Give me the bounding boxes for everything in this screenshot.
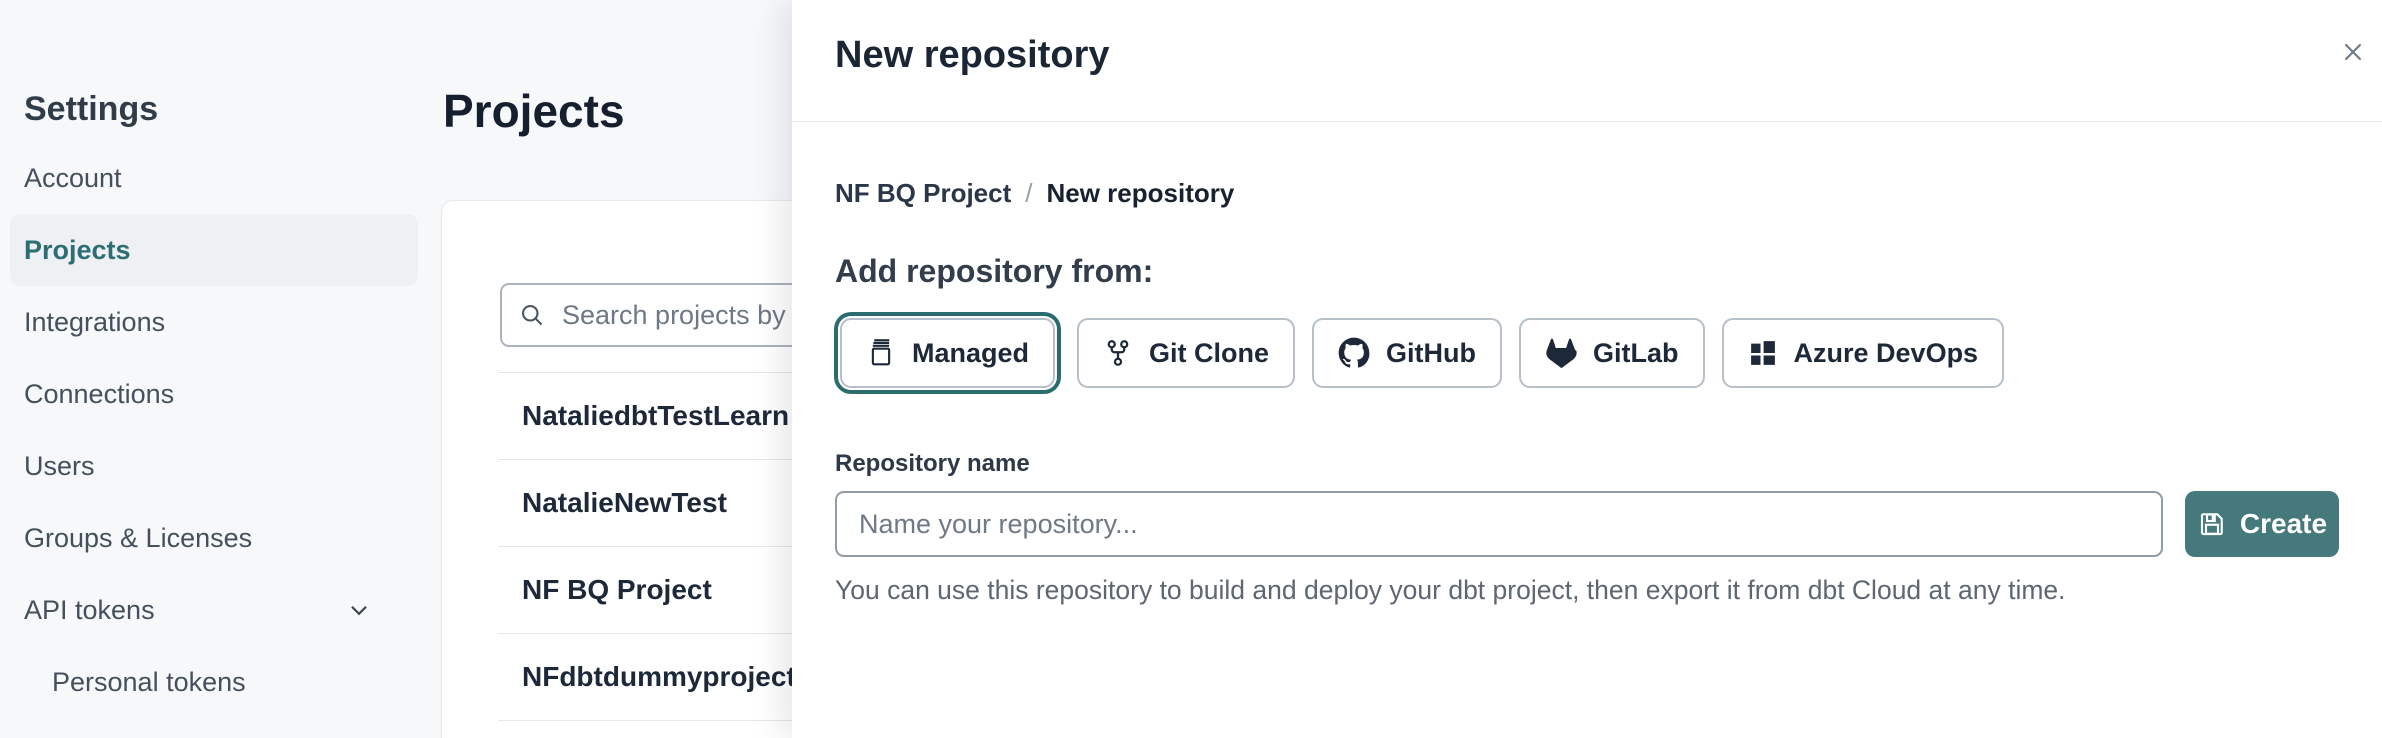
sidebar-item-label: Groups & Licenses [24,522,253,553]
repo-source-github[interactable]: GitHub [1312,318,1503,388]
repository-name-label: Repository name [835,450,1030,477]
search-icon [521,304,543,326]
breadcrumb-current: New repository [1046,178,1235,208]
chevron-down-icon[interactable] [346,597,372,623]
page-title: Projects [443,85,625,137]
repository-name-row: Create [835,491,2339,557]
breadcrumb-parent-link[interactable]: NF BQ Project [835,178,1012,208]
sidebar-item-account[interactable]: Account [10,142,418,214]
sidebar-item-label: Account [24,162,122,193]
sidebar-title: Settings [24,90,159,128]
close-icon[interactable] [2335,34,2371,70]
sidebar-item-label: Users [24,450,95,481]
managed-repo-icon [866,338,896,368]
save-icon [2200,513,2223,536]
gitlab-icon [1545,337,1577,369]
repo-source-label: Managed [912,337,1030,368]
repo-source-label: Azure DevOps [1793,337,1979,368]
modal-body: NF BQ Project / New repository Add repos… [792,178,2382,606]
repo-source-gitlab[interactable]: GitLab [1519,318,1705,388]
repository-name-input[interactable] [835,491,2163,557]
repo-source-label: Git Clone [1149,337,1270,368]
sidebar-item-groups-licenses[interactable]: Groups & Licenses [10,502,418,574]
sidebar-item-label: API tokens [24,594,155,625]
create-button[interactable]: Create [2185,491,2339,557]
git-fork-icon [1103,338,1133,368]
repository-helper-text: You can use this repository to build and… [835,575,2066,605]
sidebar-item-users[interactable]: Users [10,430,418,502]
sidebar-item-label: Personal tokens [52,666,246,697]
modal-header: New repository [792,0,2382,122]
breadcrumb-separator: / [1025,178,1033,208]
sidebar-item-label: Integrations [24,306,166,337]
sidebar-item-personal-tokens[interactable]: Personal tokens [10,646,418,718]
create-button-label: Create [2239,508,2328,539]
sidebar-item-connections[interactable]: Connections [10,358,418,430]
new-repository-modal: New repository NF BQ Project / New repos… [792,0,2382,738]
github-icon [1338,337,1370,369]
repo-source-azure-devops[interactable]: Azure DevOps [1721,318,2005,388]
sidebar-item-label: Projects [24,234,131,265]
repo-source-label: GitHub [1386,337,1477,368]
breadcrumb: NF BQ Project / New repository [835,178,2339,209]
repo-source-git-clone[interactable]: Git Clone [1077,318,1296,388]
modal-title: New repository [835,34,1110,76]
repo-source-options: Managed Git Clone GitHub GitLab Azure DevOps [835,318,2339,388]
sidebar-item-label: Connections [24,378,175,409]
add-repository-heading: Add repository from: [835,253,1154,289]
repo-source-label: GitLab [1593,337,1679,368]
sidebar-item-api-tokens[interactable]: API tokens [10,574,418,646]
repo-source-managed[interactable]: Managed [840,318,1056,388]
sidebar-item-integrations[interactable]: Integrations [10,286,418,358]
sidebar-item-projects[interactable]: Projects [10,214,418,286]
azure-devops-icon [1748,338,1778,368]
